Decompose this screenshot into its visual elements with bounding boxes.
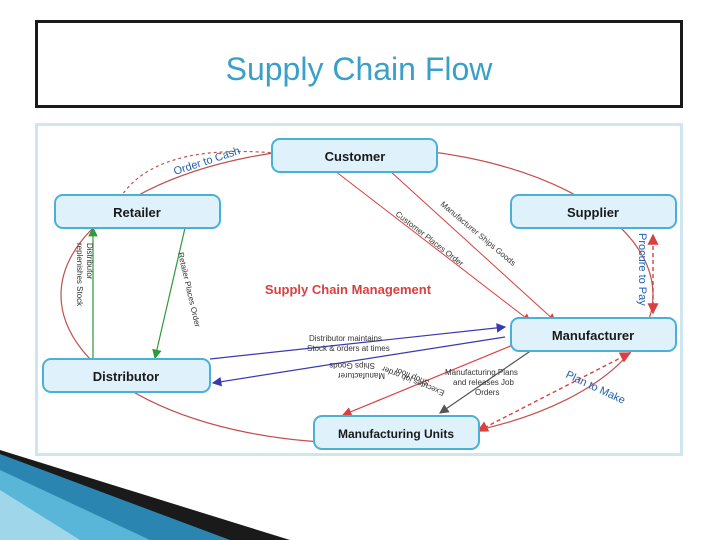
retailer-label: Retailer xyxy=(113,205,161,220)
distributor-label: Distributor xyxy=(93,369,159,384)
procure-to-pay-label: Procure to Pay xyxy=(636,233,648,306)
diagram-canvas: Customer Retailer Supplier Manufacturer … xyxy=(35,123,683,456)
title-box: Supply Chain Flow xyxy=(35,20,683,108)
manufacturer-ships-label-2: Ships Goods xyxy=(329,361,375,370)
distributor-maintains-label-1: Distributor maintains xyxy=(309,334,382,343)
supply-chain-diagram: Customer Retailer Supplier Manufacturer … xyxy=(35,123,683,456)
manufacturer-ships-label-1: Manufacturer xyxy=(338,371,385,380)
node-supplier: Supplier xyxy=(510,194,677,229)
distributor-replenishes-label-2: replenishes Stock xyxy=(75,243,84,307)
customer-places-order-arrow xyxy=(334,170,531,322)
distributor-maintains-arrow xyxy=(209,323,507,360)
manufacturer-label: Manufacturer xyxy=(552,328,634,343)
node-customer: Customer xyxy=(271,138,438,173)
supplier-label: Supplier xyxy=(567,205,619,220)
distributor-replenishes-label-1: Distributor xyxy=(85,243,94,280)
manufacturer-ships-arrow xyxy=(211,336,506,387)
center-label: Supply Chain Management xyxy=(265,282,432,297)
page-title: Supply Chain Flow xyxy=(225,51,493,87)
node-manufacturer: Manufacturer xyxy=(510,317,677,352)
distributor-maintains-label-2: Stock & orders at times xyxy=(307,344,390,353)
executes-job-order-arrow xyxy=(341,337,531,417)
manufacturer-ships-goods-arrow xyxy=(389,170,556,322)
plan-to-make-arrow xyxy=(476,352,632,432)
mfg-plans-label-1: Manufacturing Plans xyxy=(445,368,518,377)
customer-label: Customer xyxy=(325,149,386,164)
node-retailer: Retailer xyxy=(54,194,221,229)
mfg-plans-arrow xyxy=(439,340,546,414)
manufacturing-units-label: Manufacturing Units xyxy=(338,427,454,441)
node-distributor: Distributor xyxy=(42,358,211,393)
corner-decoration xyxy=(0,450,290,540)
mfg-plans-label-3: Orders xyxy=(475,388,499,397)
node-manufacturing-units: Manufacturing Units xyxy=(313,415,480,450)
retailer-places-order-arrow xyxy=(152,227,186,360)
mfg-plans-label-2: and releases Job xyxy=(453,378,514,387)
